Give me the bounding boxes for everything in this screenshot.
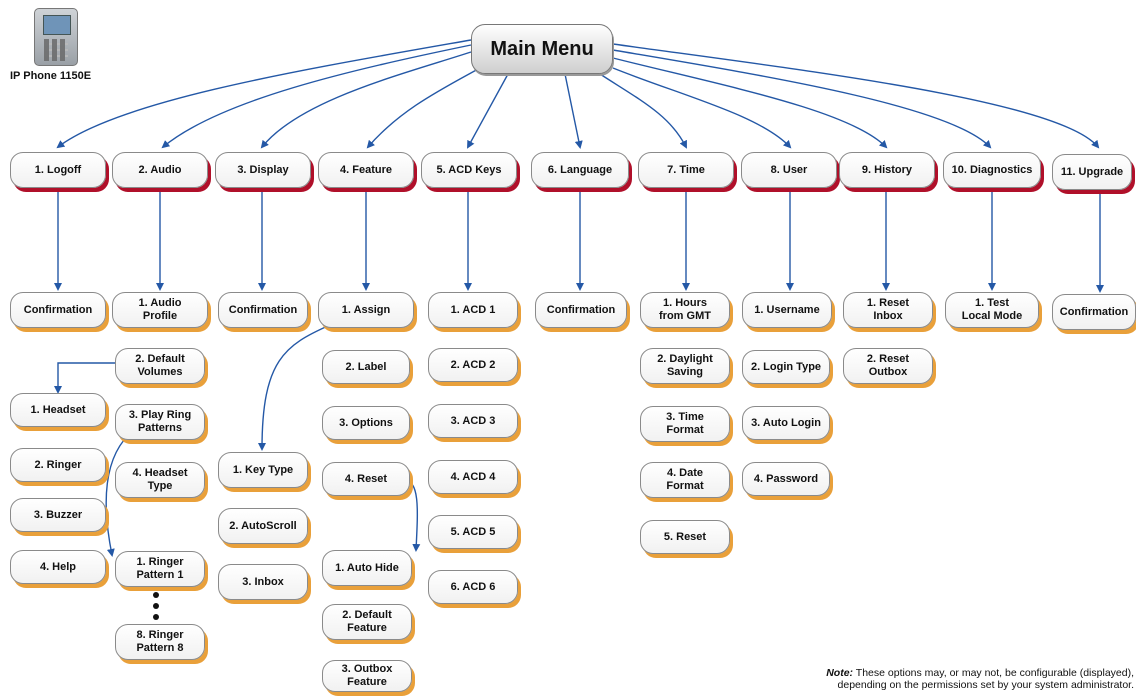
arrow-main-to-acd-keys — [467, 73, 509, 149]
logoff-confirmation: Confirmation — [10, 292, 106, 328]
volume-headset: 1. Headset — [10, 393, 106, 427]
menu-language: 6. Language — [531, 152, 629, 188]
time-reset: 5. Reset — [640, 520, 730, 554]
history-reset-inbox: 1. Reset Inbox — [843, 292, 933, 328]
history-reset-outbox: 2. Reset Outbox — [843, 348, 933, 384]
menu-time: 7. Time — [638, 152, 734, 188]
menu-upgrade: 11. Upgrade — [1052, 154, 1132, 190]
feature-options: 3. Options — [322, 406, 410, 440]
acd-4: 4. ACD 4 — [428, 460, 518, 494]
arrow-main-to-user — [612, 67, 792, 149]
feature-auto-hide: 1. Auto Hide — [322, 550, 412, 586]
display-confirmation: Confirmation — [218, 292, 308, 328]
acd-5: 5. ACD 5 — [428, 515, 518, 549]
audio-default-volumes: 2. Default Volumes — [115, 348, 205, 384]
time-daylight-saving: 2. Daylight Saving — [640, 348, 730, 384]
diagnostics-test-local-mode: 1. Test Local Mode — [945, 292, 1039, 328]
ellipsis-dot — [153, 614, 159, 620]
display-autoscroll: 2. AutoScroll — [218, 508, 308, 544]
ringer-pattern-8: 8. Ringer Pattern 8 — [115, 624, 205, 660]
volume-ringer: 2. Ringer — [10, 448, 106, 482]
volume-help: 4. Help — [10, 550, 106, 584]
menu-diagnostics: 10. Diagnostics — [943, 152, 1041, 188]
menu-history: 9. History — [839, 152, 935, 188]
acd-6: 6. ACD 6 — [428, 570, 518, 604]
language-confirmation: Confirmation — [535, 292, 627, 328]
display-inbox: 3. Inbox — [218, 564, 308, 600]
arrow-main-to-language — [564, 73, 583, 149]
ellipsis-dot — [153, 603, 159, 609]
phone-icon — [34, 8, 78, 66]
menu-audio: 2. Audio — [112, 152, 208, 188]
footnote-text: These options may, or may not, be config… — [837, 667, 1134, 691]
user-auto-login: 3. Auto Login — [742, 406, 830, 440]
upgrade-confirmation: Confirmation — [1052, 294, 1136, 330]
audio-headset-type: 4. Headset Type — [115, 462, 205, 498]
arrow-main-to-history — [612, 57, 888, 149]
user-password: 4. Password — [742, 462, 830, 496]
display-key-type: 1. Key Type — [218, 452, 308, 488]
feature-default-feature: 2. Default Feature — [322, 604, 412, 640]
footnote-label: Note: — [826, 667, 854, 679]
acd-1: 1. ACD 1 — [428, 292, 518, 328]
feature-label: 2. Label — [322, 350, 410, 384]
arrow-main-to-upgrade — [612, 43, 1100, 149]
ellipsis-dot — [153, 592, 159, 598]
user-login-type: 2. Login Type — [742, 350, 830, 384]
arrow-main-to-display — [260, 51, 472, 149]
time-hours-from-gmt: 1. Hours from GMT — [640, 292, 730, 328]
feature-assign: 1. Assign — [318, 292, 414, 328]
footnote: Note: These options may, or may not, be … — [778, 667, 1134, 691]
audio-play-ring-patterns: 3. Play Ring Patterns — [115, 404, 205, 440]
arrow-ring-patterns-pattern1 — [105, 439, 125, 557]
main-menu-node: Main Menu — [471, 24, 613, 74]
arrow-volumes-headset — [54, 362, 115, 394]
menu-user: 8. User — [741, 152, 837, 188]
arrow-main-to-audio — [161, 44, 472, 149]
arrow-main-to-logoff — [56, 39, 472, 149]
menu-logoff: 1. Logoff — [10, 152, 106, 188]
feature-outbox-feature: 3. Outbox Feature — [322, 660, 412, 692]
menu-display: 3. Display — [215, 152, 311, 188]
arrow-main-to-diagnostics — [612, 49, 992, 149]
acd-2: 2. ACD 2 — [428, 348, 518, 382]
menu-feature: 4. Feature — [318, 152, 414, 188]
acd-3: 3. ACD 3 — [428, 404, 518, 438]
time-time-format: 3. Time Format — [640, 406, 730, 442]
feature-reset: 4. Reset — [322, 462, 410, 496]
time-date-format: 4. Date Format — [640, 462, 730, 498]
arrow-main-to-time — [599, 73, 687, 149]
user-username: 1. Username — [742, 292, 832, 328]
arrow-assign-key-type — [258, 324, 331, 451]
audio-profile: 1. Audio Profile — [112, 292, 208, 328]
ringer-pattern-1: 1. Ringer Pattern 1 — [115, 551, 205, 587]
arrow-main-to-feature — [366, 67, 481, 149]
phone-label: IP Phone 1150E — [10, 70, 92, 82]
menu-acd-keys: 5. ACD Keys — [421, 152, 517, 188]
volume-buzzer: 3. Buzzer — [10, 498, 106, 532]
